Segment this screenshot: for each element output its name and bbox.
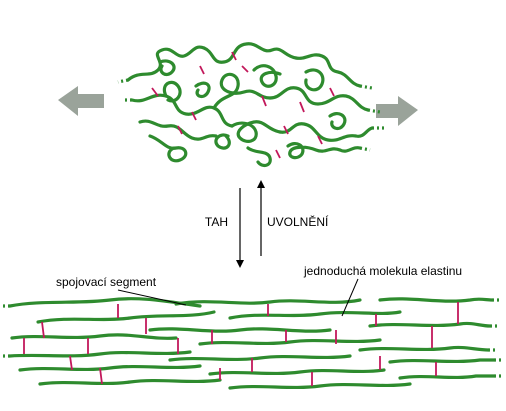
relax-arrow-icon — [257, 180, 265, 256]
single-molecule-label: jednoduchá molekula elastinu — [303, 264, 462, 278]
stretched-elastin-network — [2, 297, 504, 390]
stretch-label: TAH — [205, 215, 228, 229]
tangled-elastin-network — [117, 42, 384, 168]
relax-label: UVOLNĚNÍ — [267, 214, 329, 229]
left-stretch-arrow-icon — [58, 86, 104, 116]
single-molecule-pointer — [341, 278, 359, 317]
stretch-arrow-icon — [236, 188, 244, 268]
linking-segment-pointer — [117, 289, 187, 306]
linking-segment-label: spojovací segment — [56, 275, 157, 289]
right-stretch-arrow-icon — [376, 96, 418, 126]
